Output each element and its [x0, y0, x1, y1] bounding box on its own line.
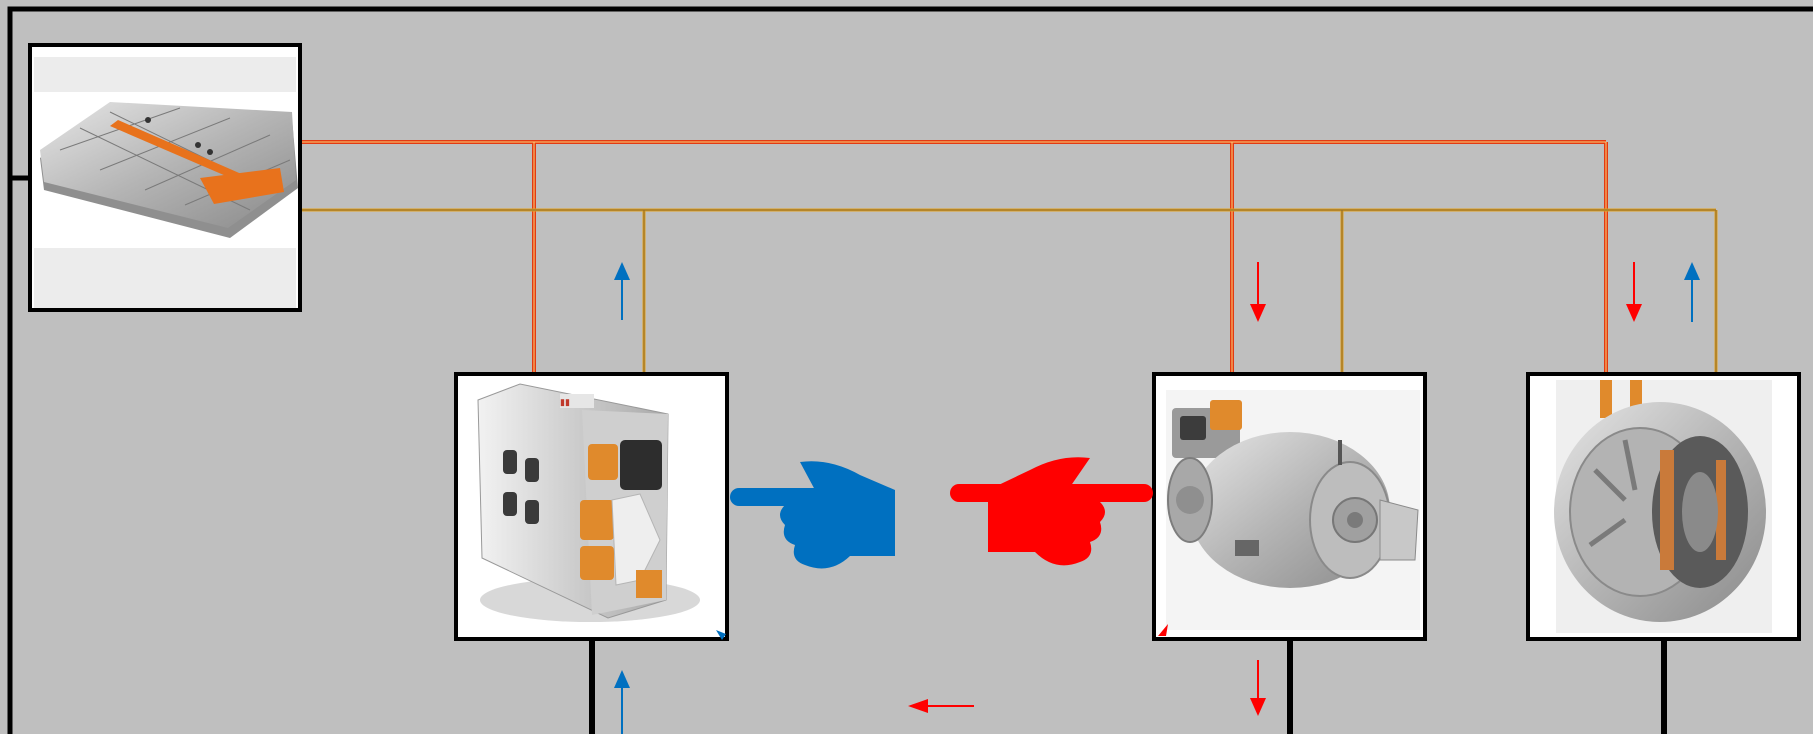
hv-positive-wire-highlights [300, 142, 1606, 374]
bottom-connections [592, 640, 1664, 734]
red-down-arrow-icon [1626, 262, 1642, 322]
battery-pack [30, 45, 300, 310]
hv-positive-wires [300, 142, 1606, 374]
red-down-arrow-icon [1250, 262, 1266, 322]
e-motor [1528, 374, 1799, 639]
right-hand-pointer-icon [950, 457, 1153, 565]
hv-negative-wires [300, 210, 1716, 374]
hv-negative-wire-core [300, 210, 1716, 374]
left-hand-pointer-icon [730, 461, 895, 568]
e-compressor [1154, 374, 1425, 639]
blue-up-arrow-icon [1684, 262, 1700, 322]
power-electronics-unit-icon: ▮▮ [478, 384, 700, 622]
svg-text:▮▮: ▮▮ [560, 397, 570, 407]
red-down-arrow-icon [1250, 660, 1266, 716]
red-left-arrow-icon [908, 699, 974, 713]
dc-converter: ▮▮ [456, 374, 727, 639]
blue-up-arrow-icon [614, 262, 630, 320]
blue-up-arrow-icon [614, 670, 630, 734]
